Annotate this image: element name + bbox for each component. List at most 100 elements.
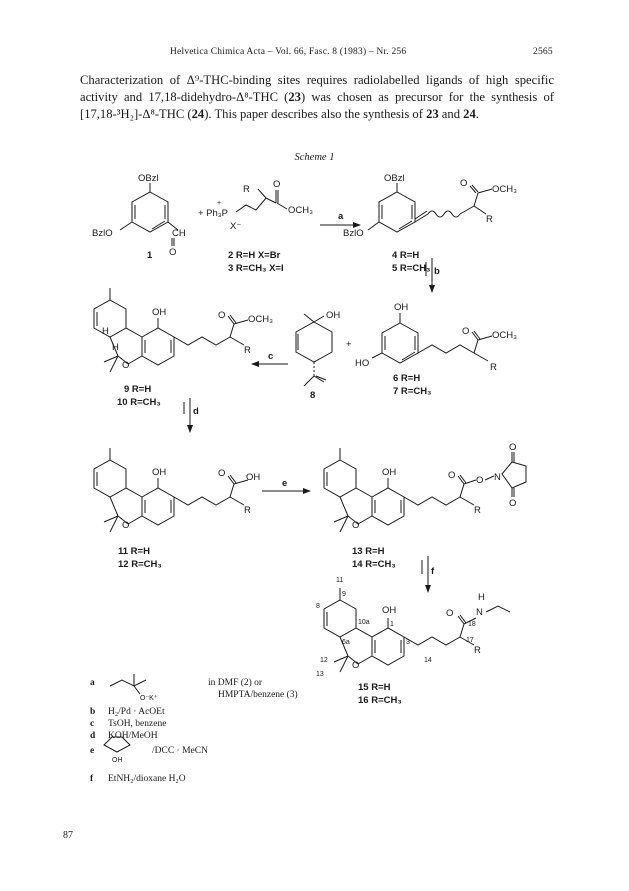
- och3-label-9: OCH₃: [248, 314, 273, 325]
- atom-num-10a: 10a: [358, 619, 370, 626]
- oh-label-11: OH: [152, 467, 166, 478]
- para-text-4: and: [438, 107, 464, 121]
- compound-4-label: 4 R=H: [392, 250, 419, 261]
- h-label-9a: H: [102, 326, 109, 337]
- scheme-title: Scheme 1: [294, 152, 335, 163]
- compound-15-16: OH O O H N R 11 9 8 10a 1 6a 12 13 3 14 …: [316, 577, 511, 706]
- arrow-a-label: a: [338, 211, 344, 222]
- atom-num-14: 14: [424, 657, 432, 664]
- reagent-key-e: e: [90, 746, 95, 756]
- atom-num-9: 9: [342, 591, 346, 598]
- reagent-key-d: d: [90, 731, 96, 741]
- reagent-text-a2: HMPTA/benzene (3): [218, 690, 298, 700]
- compound-9-label: 9 R=H: [124, 384, 151, 395]
- footer-page-number: 87: [63, 830, 73, 841]
- para-text-5: .: [475, 107, 479, 121]
- compound-13-label: 13 R=H: [352, 546, 385, 557]
- reagent-key-a: a: [90, 678, 95, 688]
- reagent-key-b: b: [90, 707, 96, 717]
- reagent-text-f: EtNH₂/dioxane H₂O: [108, 774, 186, 784]
- cho-oxygen: O: [169, 247, 176, 258]
- carbonyl-o-15: O: [446, 608, 453, 619]
- intro-paragraph: Characterization of Δ⁹-THC-binding sites…: [80, 72, 554, 123]
- r-label-11: R: [244, 505, 251, 516]
- nhs-oh: OH: [112, 757, 123, 764]
- ring-o-9: O: [122, 360, 129, 371]
- acid-oh-label: OH: [246, 472, 260, 483]
- atom-num-18: 18: [468, 621, 476, 628]
- atom-num-1: 1: [390, 621, 394, 628]
- atom-num-11: 11: [336, 577, 343, 584]
- r-label-6: R: [490, 362, 497, 373]
- och3-label-4: OCH₃: [492, 184, 517, 195]
- compound-15-label: 15 R=H: [358, 682, 391, 693]
- reagent-c: c TsOH, benzene: [90, 718, 166, 730]
- atom-num-3: 3: [406, 639, 410, 646]
- reagent-text-e: /DCC · MeCN: [152, 746, 208, 756]
- obzl-label-4: OBzl: [384, 173, 405, 184]
- compound-7-label: 7 R=CH₃: [393, 386, 431, 397]
- och3-label: OCH₃: [288, 205, 313, 216]
- oh-label-13: OH: [382, 467, 396, 478]
- ring-o-11: O: [122, 520, 129, 531]
- ring-o-15: O: [352, 660, 359, 671]
- compound-13-14: OH O O O N O O R 13 R=H 14 R=CH₃: [323, 442, 527, 570]
- compound-8: OH 8: [295, 310, 340, 401]
- ester-o-13: O: [476, 475, 483, 486]
- compound-3-label: 3 R=CH₃ X=I: [228, 263, 284, 274]
- atom-num-8: 8: [316, 603, 320, 610]
- imide-o-bottom: O: [509, 498, 516, 509]
- ph3p-label: + Ph₃P: [198, 208, 228, 219]
- compound-ref-23b: 23: [426, 107, 439, 121]
- reagent-a-line2: HMPTA/benzene (3): [90, 689, 298, 701]
- h-label-9b: H: [112, 342, 119, 353]
- compound-4-5: O OCH₃ R OBzl BzlO 4 R=H 5 R=CH₃: [343, 173, 517, 274]
- reagent-text-d: KOH/MeOH: [108, 731, 158, 741]
- atom-num-17: 17: [466, 637, 474, 644]
- compound-6-7: O OCH₃ R OH HO 6 R=H 7 R=CH₃: [355, 302, 517, 397]
- obzl-label: OBzl: [138, 173, 159, 184]
- carbonyl-o-4: O: [460, 178, 467, 189]
- reagent-e: e/DCC · MeCN: [90, 745, 208, 757]
- arrow-d-label: d: [193, 406, 199, 417]
- r-label-15: R: [474, 645, 481, 656]
- reagent-text-c: TsOH, benzene: [108, 719, 167, 729]
- cho-label: CH: [172, 228, 186, 239]
- arrow-c-label: c: [268, 351, 273, 362]
- amide-n: N: [476, 607, 483, 618]
- para-text-2: ) was chosen as precursor for the synthe…: [80, 90, 554, 121]
- compound-8-label: 8: [310, 390, 315, 401]
- compound-12-label: 12 R=CH₃: [118, 559, 162, 570]
- plus-charge: +: [217, 200, 221, 207]
- carbonyl-o-9: O: [218, 310, 225, 321]
- atom-num-13: 13: [316, 671, 324, 678]
- atom-num-6a: 6a: [342, 639, 350, 646]
- och3-label-6: OCH₃: [492, 330, 517, 341]
- oh-label-9: OH: [152, 307, 166, 318]
- r-label-4: R: [486, 214, 493, 225]
- compound-5-label: 5 R=CH₃: [392, 263, 430, 274]
- r-label: R: [243, 184, 250, 195]
- arrow-e-label: e: [282, 478, 287, 489]
- ring-o-13: O: [352, 520, 359, 531]
- page-number: 2565: [533, 47, 553, 57]
- n-label-13: N: [494, 472, 501, 483]
- compound-1: OBzl BzlO CH O 1: [92, 173, 186, 261]
- reagent-e-structure: OH: [103, 736, 131, 764]
- oh-label-15: OH: [382, 605, 396, 616]
- plus-sign: +: [346, 339, 352, 350]
- compound-ref-24: 24: [191, 107, 205, 121]
- compound-ref-23: 23: [288, 90, 301, 104]
- ok-label: O⁻K⁺: [140, 694, 158, 702]
- compound-ref-24b: 24: [463, 107, 476, 121]
- imide-o-top: O: [509, 442, 516, 453]
- reagent-key-c: c: [90, 719, 95, 729]
- compound-11-label: 11 R=H: [118, 546, 150, 557]
- carbonyl-o-6: O: [462, 326, 469, 337]
- compound-2-3: + Ph₃P + R O OCH₃ X⁻ 2 R=H X=Br 3 R=CH₃ …: [198, 179, 313, 274]
- compound-2-label: 2 R=H X=Br: [228, 250, 281, 261]
- compound-6-label: 6 R=H: [393, 373, 420, 384]
- oh-label-8: OH: [326, 310, 340, 321]
